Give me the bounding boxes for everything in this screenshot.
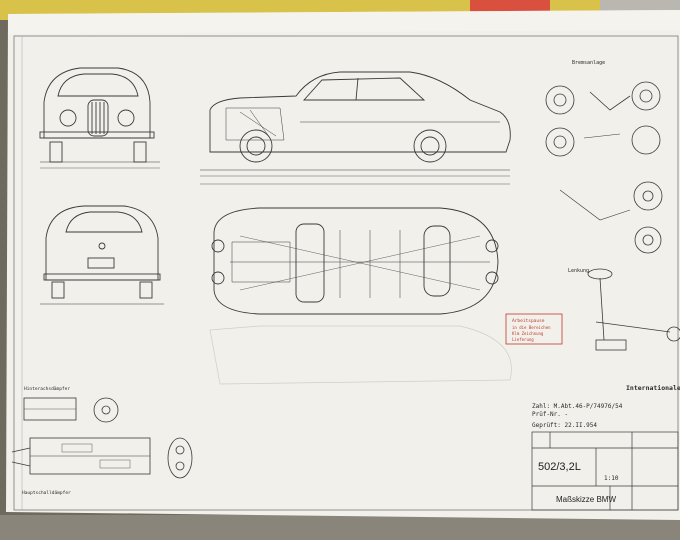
label-hinterachsdaempfer: Hinterachsdämpfer (24, 386, 70, 392)
car-front-view (39, 67, 160, 169)
rear-damper-drawing (23, 397, 119, 423)
steering-drawing (587, 268, 680, 351)
ghost-outline (209, 325, 512, 385)
stamp-line-3: Klm Zeichnung (512, 331, 544, 336)
approval-line-1: Zahl: M.Abt.46-P/7497б/54 (532, 403, 623, 410)
title-block (531, 431, 679, 511)
stamp-line-2: in die Bereichen (512, 325, 551, 330)
car-top-view (211, 207, 499, 315)
stamp-line-1: Arbeitspause (512, 318, 545, 324)
red-inspection-stamp (505, 313, 563, 345)
car-rear-view (40, 205, 164, 305)
stamp-line-4: Lieferung (512, 337, 534, 342)
approval-line-2: Prüf-Nr. - (532, 411, 568, 418)
company-name: Internationales (626, 384, 680, 392)
exhaust-silencer-drawing (11, 437, 193, 479)
paper-sheet (6, 10, 680, 520)
approval-date: Geprüft: 22.II.954 (532, 422, 597, 429)
brake-system-drawings (545, 81, 663, 254)
label-lenkung: Lenkung (568, 268, 589, 274)
label-bremsanlage: Bremsanlage (572, 60, 605, 66)
drawing-title: Maßskizze BMW (556, 495, 616, 504)
drawing-scale: 1:10 (604, 475, 619, 482)
car-side-view (200, 71, 511, 185)
label-hauptschalldaempfer: Hauptschalldämpfer (22, 490, 71, 496)
drawing-number: 502/3,2L (538, 461, 581, 473)
